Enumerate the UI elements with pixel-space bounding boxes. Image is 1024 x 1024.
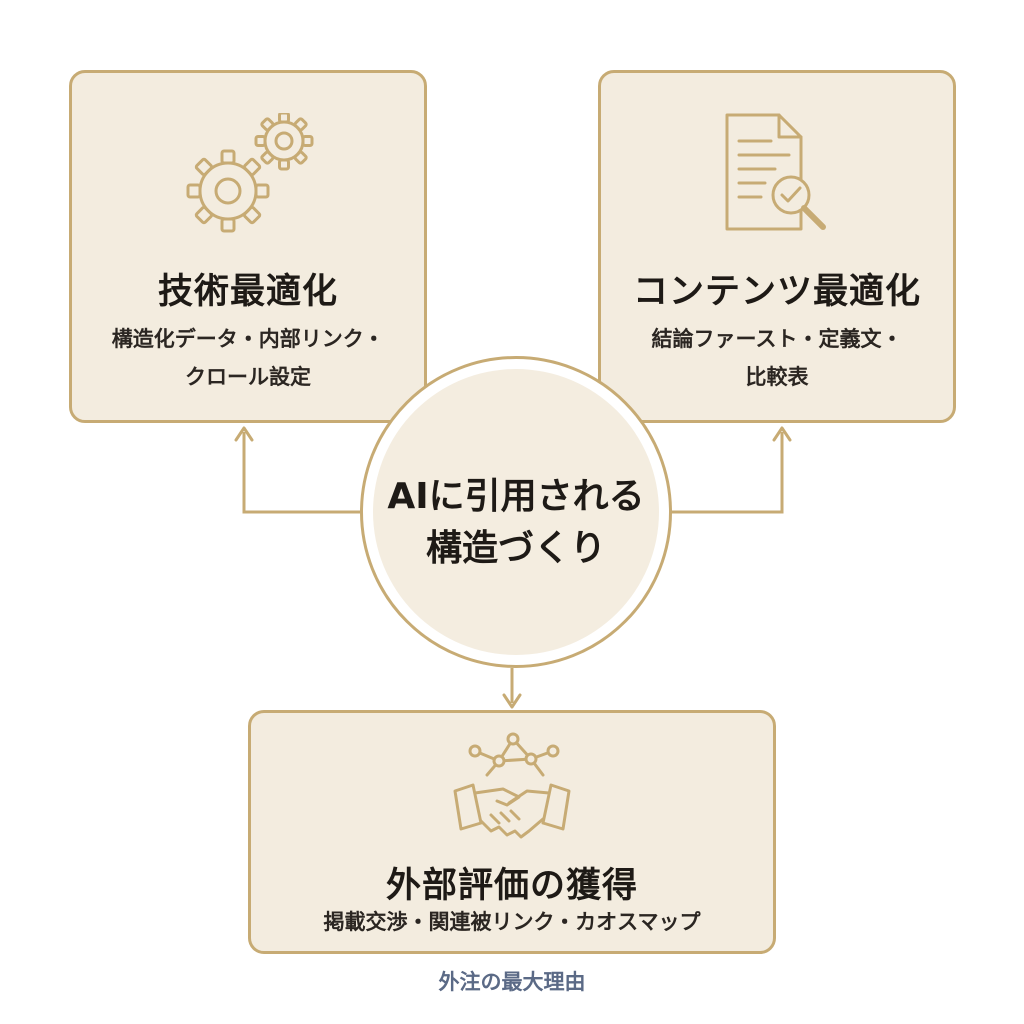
external-evaluation-description: 掲載交渉・関連被リンク・カオスマップ <box>323 910 701 934</box>
arrow-to-technical <box>242 432 360 514</box>
technical-optimization-description: 構造化データ・内部リンク・ クロール設定 <box>88 320 408 396</box>
content-optimization-description: 結論ファースト・定義文・ 比較表 <box>617 320 937 396</box>
external-evaluation-title: 外部評価の獲得 <box>385 866 638 906</box>
caption: 外注の最大理由 <box>438 970 586 994</box>
content-optimization-box: コンテンツ最適化 結論ファースト・定義文・ 比較表 <box>598 70 956 423</box>
arrow-to-content <box>670 432 784 514</box>
center-label-line-1: AIに引用される <box>387 476 645 517</box>
center-label-line-2: 構造づくり <box>425 528 606 569</box>
external-evaluation-box: 外部評価の獲得 掲載交渉・関連被リンク・カオスマップ <box>248 710 776 954</box>
arrowhead-technical <box>234 426 254 442</box>
gears-icon <box>186 113 314 233</box>
technical-optimization-title: 技術最適化 <box>157 272 338 312</box>
center-label: AIに引用される 構造づくり <box>363 471 669 575</box>
content-desc-line-1: 結論ファースト・定義文・ <box>651 327 903 351</box>
technical-optimization-box: 技術最適化 構造化データ・内部リンク・ クロール設定 <box>69 70 427 423</box>
content-desc-line-2: 比較表 <box>745 365 809 389</box>
technical-desc-line-1: 構造化データ・内部リンク・ <box>111 327 385 351</box>
document-search-check-icon <box>725 113 826 231</box>
center-circle: AIに引用される 構造づくり <box>360 356 672 668</box>
content-optimization-title: コンテンツ最適化 <box>632 272 921 312</box>
center-circle-fill <box>373 369 659 655</box>
handshake-network-icon <box>453 732 571 839</box>
arrowhead-content <box>772 426 792 442</box>
technical-desc-line-2: クロール設定 <box>185 365 311 389</box>
arrowhead-external <box>502 693 522 709</box>
